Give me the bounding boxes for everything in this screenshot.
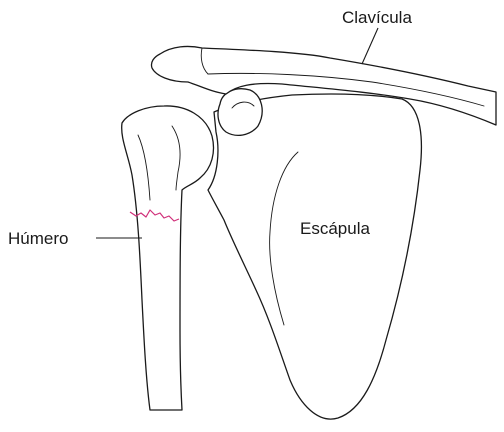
humerus-outline bbox=[122, 106, 214, 410]
clavicle-label: Clavícula bbox=[342, 8, 412, 27]
scapula-label: Escápula bbox=[300, 219, 370, 238]
clavicle-leader-line bbox=[362, 28, 378, 64]
humerus bbox=[122, 106, 214, 410]
scapula bbox=[208, 94, 421, 419]
coracoid-outline bbox=[218, 89, 262, 136]
coracoid-process bbox=[218, 89, 262, 136]
scapula-outline bbox=[208, 94, 421, 419]
humerus-label: Húmero bbox=[8, 229, 68, 248]
